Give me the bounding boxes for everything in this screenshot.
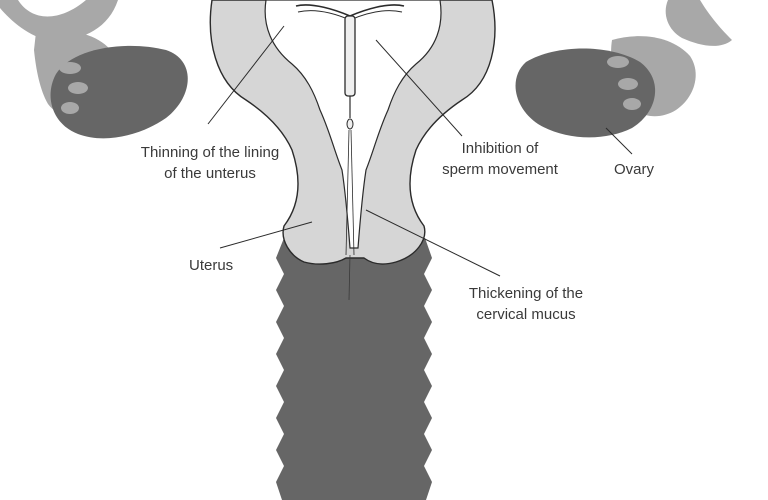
- label-inhibition-line2: sperm movement: [442, 161, 558, 178]
- label-uterus: Uterus: [189, 257, 234, 274]
- label-thickening-line2: cervical mucus: [476, 306, 576, 323]
- label-thickening: Thickening of the cervical mucus: [448, 283, 604, 325]
- right-fimbria-1: [607, 56, 629, 68]
- leader-uterus: [219, 221, 313, 249]
- left-fimbria-2: [68, 82, 88, 94]
- label-thinning-line1: Thinning of the lining: [140, 144, 280, 161]
- iud-device-icon: [295, 4, 405, 301]
- left-fimbria-1: [59, 62, 81, 74]
- vaginal-canal: [276, 238, 432, 500]
- label-inhibition-line1: Inhibition of: [461, 140, 539, 157]
- left-fallopian-tube: [0, 0, 118, 41]
- right-fimbria-2: [618, 78, 638, 90]
- leader-ovary: [605, 127, 633, 155]
- right-fallopian-tube: [665, 0, 732, 46]
- right-fimbria-3: [623, 98, 641, 110]
- leader-thinning: [207, 25, 285, 125]
- leader-thickening: [365, 209, 501, 277]
- leader-inhibition: [375, 39, 463, 137]
- label-thinning-line2: of the unterus: [164, 165, 256, 182]
- label-ovary: Ovary: [614, 161, 655, 178]
- left-fimbria-3: [61, 102, 79, 114]
- right-ovary: [515, 48, 656, 138]
- left-ovary: [50, 45, 188, 139]
- label-inhibition: Inhibition of sperm movement: [420, 138, 580, 180]
- label-thinning: Thinning of the lining of the unterus: [120, 142, 300, 184]
- label-thickening-line1: Thickening of the: [468, 285, 584, 302]
